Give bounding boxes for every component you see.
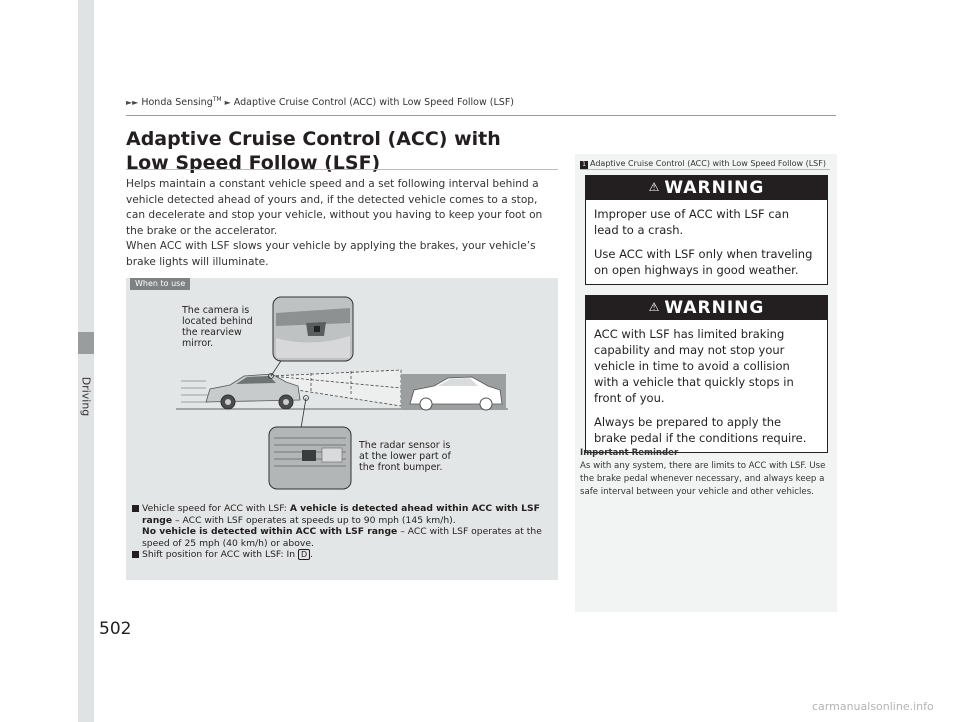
spec-vehicle-speed: Vehicle speed for ACC with LSF: A vehicl…: [132, 503, 552, 549]
spec-label: Shift position for ACC with LSF: In: [142, 549, 298, 560]
warning-title: WARNING: [664, 178, 765, 198]
radar-caption: The radar sensor is at the lower part of…: [359, 440, 451, 473]
spec-shift-position: Shift position for ACC with LSF: In D.: [132, 549, 552, 561]
warning-icon: ⚠: [648, 300, 661, 314]
page-number: 502: [99, 619, 132, 639]
title-divider: [126, 169, 558, 170]
square-bullet-icon: [132, 551, 139, 558]
reminder-heading: Important Reminder: [580, 448, 679, 458]
camera-caption: The camera is located behind the rearvie…: [182, 305, 253, 349]
warning-text: ACC with LSF has limited braking capabil…: [594, 327, 794, 405]
warning-body: Improper use of ACC with LSF can lead to…: [586, 200, 827, 284]
chapter-tab: [78, 0, 94, 722]
breadcrumb: ►► Honda SensingTM ► Adaptive Cruise Con…: [126, 96, 514, 108]
camera-inset: [272, 296, 354, 362]
warning-text: Always be prepared to apply the brake pe…: [594, 415, 807, 445]
breadcrumb-part1-sup: TM: [212, 96, 222, 103]
drive-key-icon: D: [297, 549, 311, 560]
chapter-tab-marker: [78, 332, 94, 354]
breadcrumb-part2[interactable]: Adaptive Cruise Control (ACC) with Low S…: [233, 97, 514, 109]
breadcrumb-part1[interactable]: Honda Sensing: [141, 97, 213, 109]
warning-icon: ⚠: [648, 180, 661, 194]
breadcrumb-arrow-icon: ►►: [126, 98, 139, 108]
note-marker-icon: 1: [580, 161, 588, 169]
chapter-tab-label: Driving: [79, 376, 93, 417]
spec-list: Vehicle speed for ACC with LSF: A vehicl…: [132, 503, 552, 561]
speed-lines: [181, 380, 208, 403]
reminder-body: As with any system, there are limits to …: [580, 461, 826, 497]
chapter-tab-label-wrap: Driving: [78, 360, 94, 440]
warning-box-1: ⚠WARNING Improper use of ACC with LSF ca…: [585, 175, 828, 285]
page-title: Adaptive Cruise Control (ACC) with Low S…: [126, 128, 501, 174]
important-reminder: Important Reminder As with any system, t…: [580, 447, 830, 499]
spec-condition-detected: A vehicle is detected ahead within ACC w…: [142, 503, 540, 526]
intro-text: Helps maintain a constant vehicle speed …: [126, 177, 558, 271]
warning-header: ⚠WARNING: [586, 176, 827, 200]
spec-end: .: [310, 549, 314, 560]
radar-inset: [268, 426, 352, 490]
spec-label: Vehicle speed for ACC with LSF:: [142, 503, 290, 514]
acc-illustration: [176, 296, 508, 490]
warning-text: Use ACC with LSF only when traveling on …: [594, 247, 813, 277]
lead-car-icon: [401, 374, 506, 411]
warning-box-2: ⚠WARNING ACC with LSF has limited brakin…: [585, 295, 828, 453]
warning-body: ACC with LSF has limited braking capabil…: [586, 320, 827, 452]
intro-paragraph-1: Helps maintain a constant vehicle speed …: [126, 178, 543, 237]
note-heading-text: Adaptive Cruise Control (ACC) with Low S…: [590, 159, 826, 168]
spec-condition-not-detected: No vehicle is detected within ACC with L…: [142, 526, 398, 537]
detection-fan: [270, 369, 402, 407]
breadcrumb-arrow-icon: ►: [224, 98, 231, 108]
watermark: carmanualsonline.info: [812, 700, 934, 713]
warning-header: ⚠WARNING: [586, 296, 827, 320]
intro-paragraph-2: When ACC with LSF slows your vehicle by …: [126, 240, 536, 268]
header-divider: [126, 115, 836, 116]
warning-title: WARNING: [664, 298, 765, 318]
spec-detail: – ACC with LSF operates at the speed of …: [142, 526, 542, 549]
spec-detail: – ACC with LSF operates at speeds up to …: [172, 514, 456, 526]
own-car-icon: [205, 373, 301, 410]
warning-text: Improper use of ACC with LSF can lead to…: [594, 207, 789, 237]
note-divider: [580, 169, 830, 170]
when-to-use-tag: When to use: [130, 278, 191, 290]
square-bullet-icon: [132, 505, 139, 512]
